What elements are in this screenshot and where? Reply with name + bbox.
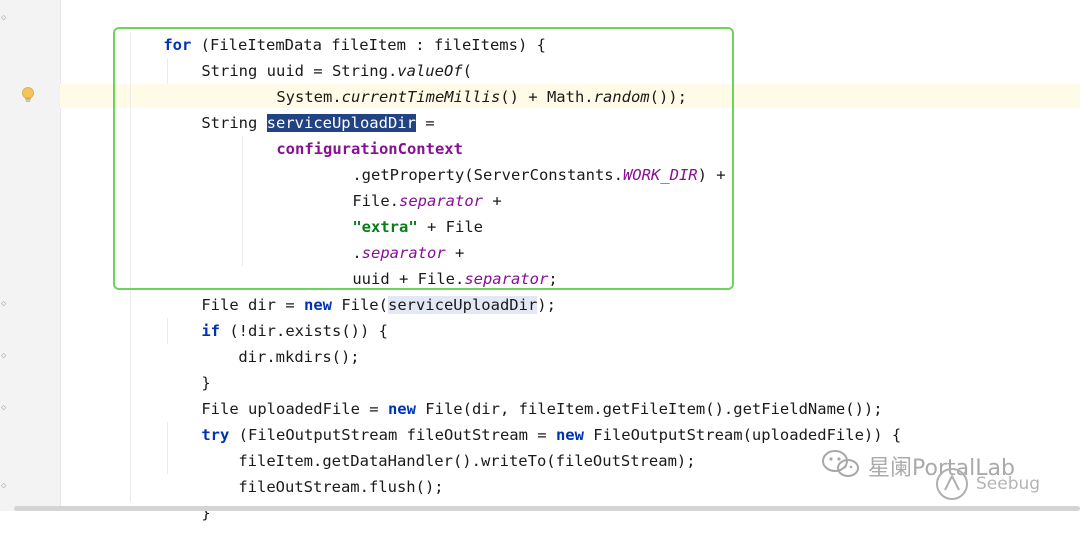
code-line[interactable]: File dir = new File(serviceUploadDir);	[0, 266, 556, 314]
indent-guide	[167, 422, 168, 474]
code-line[interactable]: fileItem.getDataHandler().writeTo(fileOu…	[0, 422, 695, 470]
code-token: fileOutStream.flush();	[238, 478, 444, 496]
code-token: fileItem.getDataHandler().writeTo(fileOu…	[238, 452, 696, 470]
code-token: valueOf	[397, 62, 463, 80]
code-line[interactable]: }	[0, 474, 210, 522]
code-token: separator	[361, 244, 446, 262]
code-token: }	[201, 374, 211, 392]
code-line[interactable]: File uploadedFile = new File(dir, fileIt…	[0, 370, 882, 418]
code-line[interactable]: File.separator +	[0, 162, 501, 210]
watermark: 星阑PortalLab Seebug	[818, 444, 1058, 504]
editor-gutter	[0, 0, 61, 511]
fold-marker-icon[interactable]: ◇	[1, 481, 7, 491]
horizontal-scrollbar[interactable]	[14, 506, 1080, 511]
code-token: ) +	[697, 166, 726, 184]
code-line[interactable]: String uuid = String.valueOf(	[0, 32, 472, 80]
code-line[interactable]: try (FileOutputStream fileOutStream = ne…	[0, 396, 901, 444]
indent-guide	[130, 32, 131, 502]
fold-marker-icon[interactable]: ◇	[1, 13, 7, 23]
fold-marker-icon[interactable]: ◇	[1, 403, 7, 413]
code-token: File(	[331, 296, 388, 314]
current-line-highlight	[60, 84, 1080, 108]
code-token: WORK_DIR	[622, 166, 698, 184]
code-token: "extra"	[352, 218, 418, 236]
code-line[interactable]: dir.mkdirs();	[0, 318, 359, 366]
fold-marker-icon[interactable]: ◇	[1, 299, 7, 309]
code-token: (!dir.exists()) {	[220, 322, 388, 340]
code-token: uuid + File.	[352, 270, 465, 288]
code-token: configurationContext	[276, 140, 463, 158]
code-token: separator	[399, 192, 483, 210]
code-line[interactable]: for (FileItemData fileItem : fileItems) …	[0, 6, 546, 54]
code-line[interactable]: String serviceUploadDir =	[0, 84, 435, 132]
code-token: new	[303, 296, 332, 314]
code-token: FileOutputStream(uploadedFile)) {	[583, 426, 902, 444]
watermark-subtitle: Seebug	[976, 474, 1041, 494]
code-token: String uuid = String.	[201, 62, 398, 80]
code-token: +	[483, 192, 502, 210]
fold-marker-icon[interactable]: ◇	[1, 351, 7, 361]
indent-guide	[167, 318, 168, 344]
code-line[interactable]: uuid + File.separator;	[0, 240, 557, 288]
watermark-title: 星阑PortalLab	[868, 456, 1015, 481]
code-token: separator	[464, 270, 549, 288]
code-line[interactable]: fileOutStream.flush();	[0, 448, 443, 496]
code-token: ());	[649, 88, 687, 106]
code-token: new	[555, 426, 584, 444]
code-token: (	[462, 62, 472, 80]
code-token: .	[352, 244, 362, 262]
usage-highlight[interactable]: serviceUploadDir	[387, 296, 538, 314]
code-token: );	[537, 296, 556, 314]
code-token: new	[387, 400, 416, 418]
code-line[interactable]: if (!dir.exists()) {	[0, 292, 388, 340]
code-line[interactable]: .getProperty(ServerConstants.WORK_DIR) +	[0, 136, 725, 184]
code-token: () + Math.	[500, 88, 594, 106]
code-token: if	[201, 322, 220, 340]
indent-guide	[167, 58, 168, 84]
code-token: (FileOutputStream fileOutStream =	[229, 426, 556, 444]
code-line[interactable]: System.currentTimeMillis() + Math.random…	[0, 58, 687, 106]
seebug-logo-icon	[936, 468, 968, 500]
code-token: String	[201, 114, 267, 132]
code-token: random	[593, 88, 650, 106]
code-token: try	[201, 426, 230, 444]
code-token: =	[415, 114, 435, 132]
lightbulb-icon[interactable]	[20, 86, 36, 104]
code-token: currentTimeMillis	[341, 88, 501, 106]
code-token: System.	[276, 88, 342, 106]
selected-identifier[interactable]: serviceUploadDir	[266, 114, 416, 132]
code-token: File(dir, fileItem.getFileItem().getFiel…	[415, 400, 883, 418]
code-token: .getProperty(ServerConstants.	[352, 166, 623, 184]
code-line[interactable]: }	[0, 344, 210, 392]
code-line[interactable]: configurationContext	[0, 110, 463, 158]
code-token: File uploadedFile =	[201, 400, 388, 418]
code-token: (FileItemData fileItem : fileItems) {	[191, 36, 546, 54]
code-token: dir.mkdirs();	[238, 348, 360, 366]
code-line[interactable]: .separator +	[0, 214, 464, 262]
code-token: +	[445, 244, 465, 262]
code-token: + File	[417, 218, 483, 236]
wechat-icon	[822, 450, 859, 477]
code-token: File.	[352, 192, 399, 210]
code-line[interactable]: "extra" + File	[0, 188, 483, 236]
highlight-box	[113, 27, 734, 290]
code-token: File dir =	[201, 296, 304, 314]
code-token: ;	[548, 270, 558, 288]
indent-guide	[242, 136, 243, 266]
code-token: for	[163, 36, 192, 54]
